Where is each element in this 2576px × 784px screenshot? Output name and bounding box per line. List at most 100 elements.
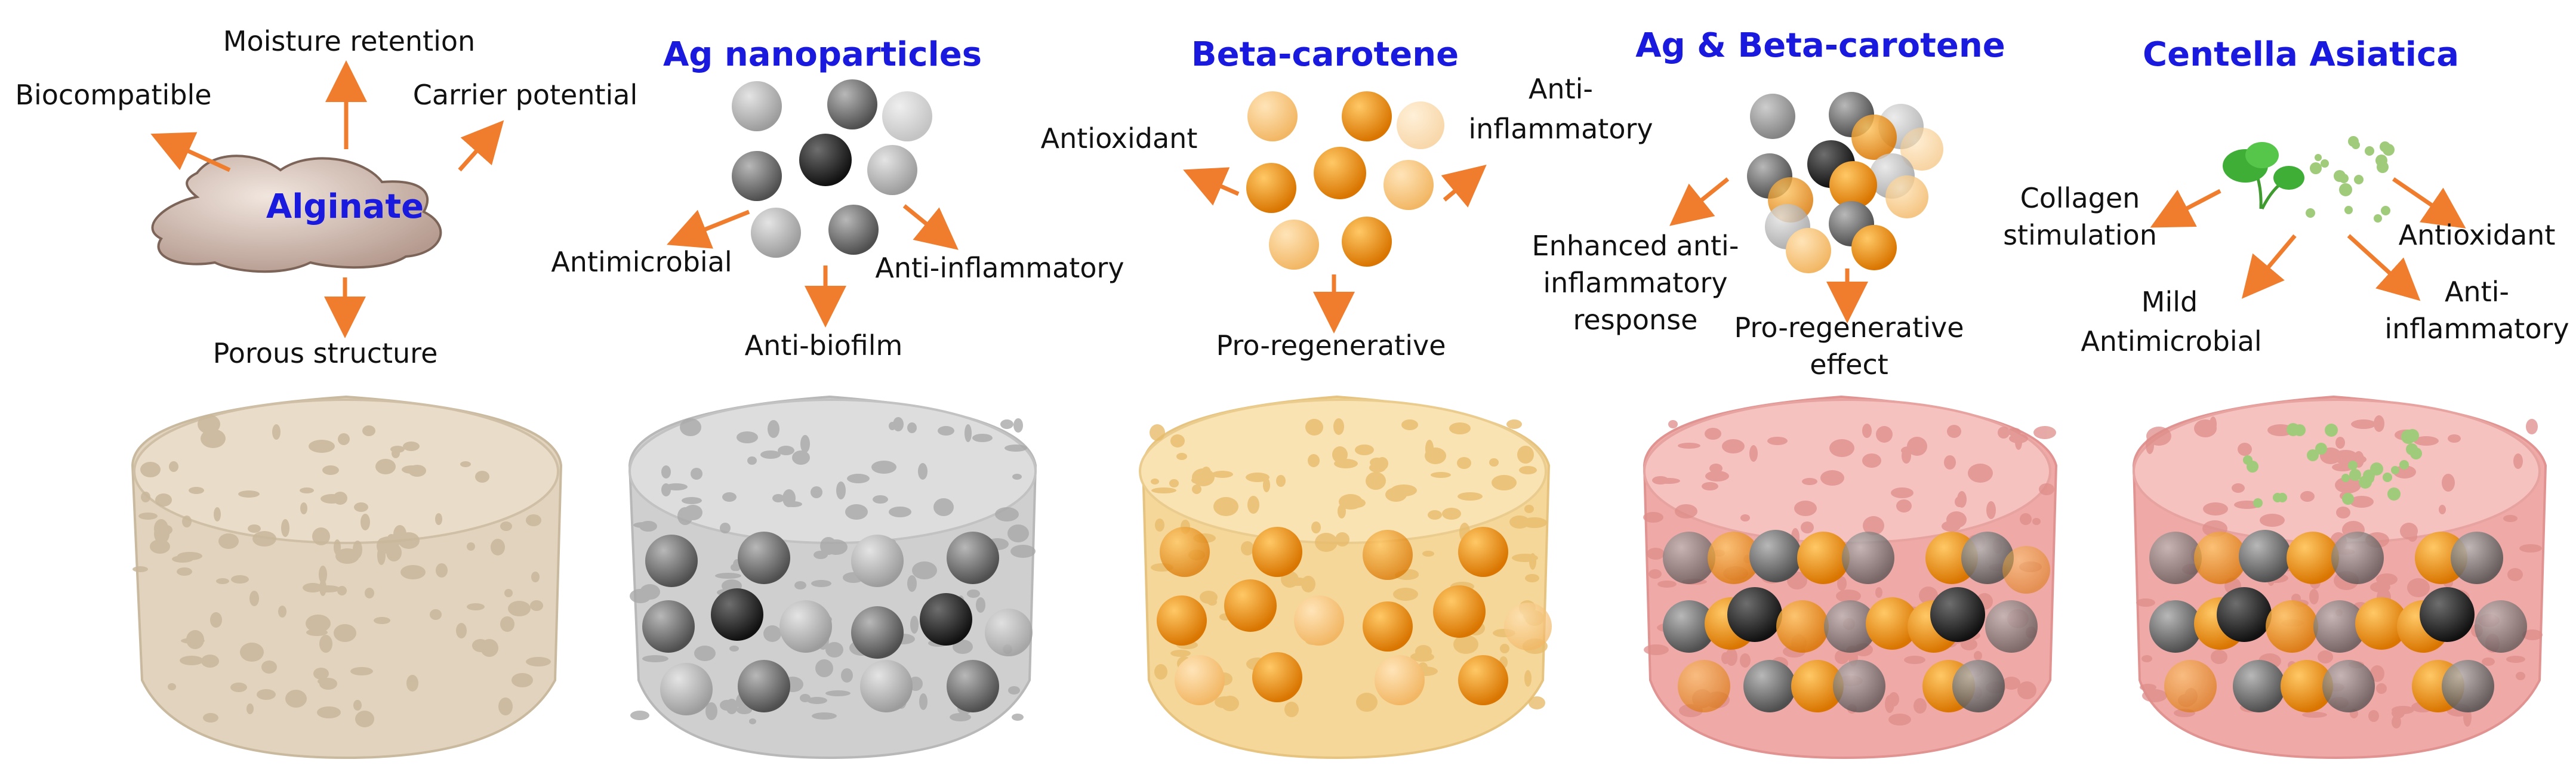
pore bbox=[1457, 457, 1471, 469]
property-label: inflammatory bbox=[1468, 113, 1653, 145]
property-label: Moisture retention bbox=[223, 25, 475, 57]
pore bbox=[1722, 439, 1745, 453]
pore bbox=[1332, 446, 1348, 463]
pore bbox=[2017, 681, 2036, 699]
pore bbox=[760, 450, 781, 459]
pore bbox=[845, 504, 868, 520]
extract-dot bbox=[2344, 206, 2353, 214]
arrow bbox=[1441, 165, 1487, 208]
pore bbox=[375, 459, 396, 474]
scaffold-top bbox=[133, 399, 559, 544]
extract-dot bbox=[2410, 447, 2422, 459]
arrow bbox=[2241, 234, 2297, 299]
pore bbox=[1449, 422, 1471, 434]
pore bbox=[1675, 504, 1697, 518]
pore bbox=[318, 678, 333, 685]
ag-scaffold bbox=[628, 395, 1037, 760]
property-label: response bbox=[1573, 304, 1698, 336]
pore bbox=[403, 442, 420, 451]
pore bbox=[133, 566, 148, 572]
pore bbox=[876, 462, 883, 470]
pore bbox=[2333, 450, 2358, 464]
pore bbox=[189, 487, 204, 494]
pore bbox=[306, 615, 331, 632]
property-label: Carrier potential bbox=[413, 79, 638, 111]
pore bbox=[1643, 512, 1663, 523]
property-label: Pro-regenerative bbox=[1216, 329, 1446, 362]
pore bbox=[918, 463, 928, 480]
pore bbox=[1315, 533, 1338, 552]
property-label: effect bbox=[1810, 348, 1888, 381]
pore bbox=[498, 697, 513, 715]
beta-carotene-cluster-icon bbox=[1246, 91, 1444, 270]
pore bbox=[1355, 445, 1374, 455]
pore bbox=[995, 507, 1019, 521]
centella-scaffold bbox=[2132, 395, 2547, 760]
pore bbox=[362, 425, 375, 436]
pore bbox=[889, 507, 911, 517]
pore bbox=[1276, 475, 1286, 487]
pore bbox=[467, 603, 485, 610]
pore bbox=[141, 492, 150, 502]
pore bbox=[1391, 484, 1417, 496]
pore bbox=[694, 646, 716, 661]
property-label: Antimicrobial bbox=[2081, 325, 2261, 357]
extract-dot bbox=[2341, 474, 2350, 482]
pore bbox=[491, 539, 505, 555]
pore bbox=[177, 567, 192, 576]
pore bbox=[1986, 501, 1996, 519]
pore bbox=[1525, 574, 1539, 582]
pore bbox=[1904, 656, 1925, 664]
extract-dot bbox=[2321, 159, 2329, 168]
pore bbox=[2335, 477, 2361, 493]
pore bbox=[784, 501, 802, 507]
pore bbox=[1428, 510, 1442, 520]
pore bbox=[1907, 437, 1927, 456]
embedded-particles bbox=[642, 532, 1033, 715]
centella-extract-dots-icon bbox=[2306, 136, 2395, 223]
pore bbox=[172, 555, 193, 563]
pore bbox=[715, 573, 741, 579]
pore bbox=[2009, 434, 2028, 443]
pore bbox=[1837, 576, 1847, 591]
pore bbox=[436, 563, 448, 578]
pore bbox=[2374, 415, 2384, 432]
pore bbox=[2032, 518, 2041, 525]
arrow bbox=[667, 209, 750, 249]
pore bbox=[360, 514, 370, 530]
pore bbox=[1522, 517, 1547, 528]
pore bbox=[633, 522, 654, 528]
pore bbox=[1506, 419, 1522, 429]
pore bbox=[2439, 505, 2446, 514]
pore bbox=[402, 465, 422, 474]
pore bbox=[965, 424, 972, 442]
pore bbox=[1192, 484, 1201, 494]
pore bbox=[1896, 499, 1912, 513]
centella-plant-icon bbox=[2223, 142, 2304, 210]
pore bbox=[1410, 652, 1434, 662]
pore bbox=[737, 431, 758, 443]
property-label: Anti- bbox=[1529, 73, 1593, 105]
pore bbox=[953, 640, 973, 654]
pore bbox=[285, 690, 307, 708]
pore bbox=[630, 711, 649, 720]
arrow bbox=[2392, 177, 2466, 229]
property-label: Antioxidant bbox=[1041, 122, 1198, 155]
pore bbox=[1492, 475, 1517, 490]
pore bbox=[2506, 656, 2525, 663]
pore bbox=[1338, 504, 1346, 518]
pore bbox=[2332, 463, 2353, 471]
pore bbox=[2033, 426, 2056, 439]
pore bbox=[1201, 467, 1211, 479]
pore bbox=[1512, 554, 1538, 562]
pore bbox=[1246, 473, 1269, 482]
pore bbox=[319, 566, 327, 584]
pore bbox=[1740, 514, 1750, 521]
pore bbox=[1955, 496, 1964, 507]
pore bbox=[2211, 650, 2227, 664]
pore bbox=[2526, 419, 2538, 434]
pore bbox=[1370, 458, 1384, 467]
pore bbox=[2142, 689, 2167, 702]
extract-dot bbox=[2349, 469, 2361, 481]
pore bbox=[531, 572, 540, 582]
